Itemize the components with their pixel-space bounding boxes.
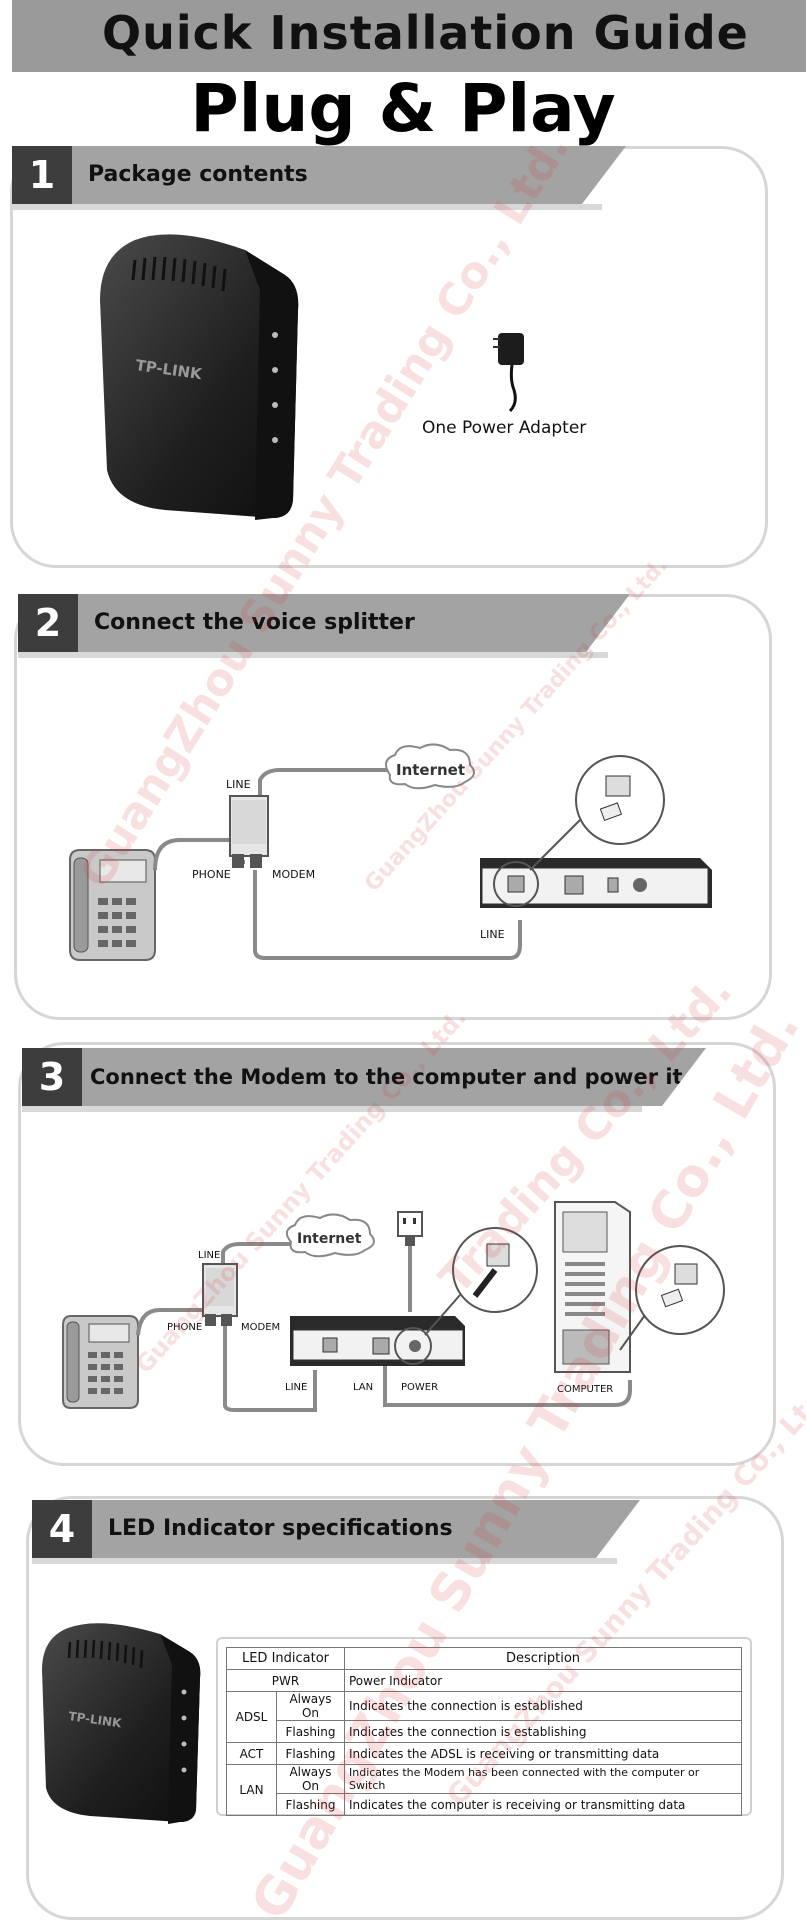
step-2-header: 2 Connect the voice splitter	[18, 594, 630, 652]
connect-computer-panel	[18, 1042, 776, 1466]
splitter-line-label: LINE	[198, 1250, 220, 1261]
voice-splitter-image	[229, 795, 269, 868]
led-name-lan: LAN	[226, 1764, 277, 1816]
led-state: Flashing	[276, 1720, 345, 1743]
guide-title: Quick Installation Guide	[102, 6, 749, 60]
table-row: ACT Flashing Indicates the ADSL is recei…	[226, 1742, 742, 1765]
modem-line-label: LINE	[480, 928, 505, 941]
step-number: 3	[22, 1048, 82, 1106]
step-number: 1	[12, 146, 72, 204]
table-row: Flashing Indicates the computer is recei…	[227, 1793, 742, 1816]
led-desc: Indicates the Modem has been connected w…	[344, 1764, 742, 1794]
splitter-modem-label: MODEM	[241, 1322, 280, 1333]
led-desc: Indicates the connection is established	[344, 1691, 742, 1721]
table-row: PWR Power Indicator	[226, 1669, 742, 1692]
step-title: LED Indicator specifications	[92, 1500, 640, 1558]
led-name-pwr: PWR	[226, 1669, 345, 1692]
telephone-image	[62, 1315, 139, 1409]
splitter-connection-diagram: Internet LINE PHONE MODEM LINE	[69, 743, 712, 961]
step-title: Connect the Modem to the computer and po…	[82, 1048, 706, 1106]
header-description: Description	[344, 1647, 742, 1670]
title-banner: Quick Installation Guide	[12, 0, 806, 72]
step-1-header: 1 Package contents	[12, 146, 626, 204]
table-row: LAN Always On Indicates the Modem has be…	[226, 1764, 742, 1816]
splitter-phone-label: PHONE	[167, 1322, 202, 1333]
led-state: Always On	[276, 1691, 345, 1721]
led-name-act: ACT	[226, 1742, 277, 1765]
table-row: Flashing Indicates the connection is est…	[227, 1720, 742, 1743]
table-row: ADSL Always On Indicates the connection …	[226, 1691, 742, 1743]
modem-image: TP-LINK	[100, 234, 299, 520]
modem-image: TP-LINK	[42, 1623, 201, 1824]
led-state: Flashing	[276, 1742, 345, 1765]
step-number: 4	[32, 1500, 92, 1558]
subtitle: Plug & Play	[190, 70, 616, 147]
power-adapter-image	[493, 333, 524, 413]
step-bar-shadow	[18, 652, 608, 658]
step-3-header: 3 Connect the Modem to the computer and …	[22, 1048, 706, 1106]
led-table: LED Indicator Description PWR Power Indi…	[226, 1647, 742, 1816]
internet-label: Internet	[396, 761, 465, 779]
led-state: Always On	[276, 1764, 345, 1794]
led-desc: Power Indicator	[344, 1669, 742, 1692]
step-number: 2	[18, 594, 78, 652]
led-desc: Indicates the computer is receiving or t…	[344, 1793, 742, 1816]
modem-rear-image	[480, 858, 712, 908]
modem-rear-image	[290, 1316, 465, 1366]
voice-splitter-image	[202, 1263, 238, 1326]
header-led-indicator: LED Indicator	[226, 1647, 345, 1670]
modem-lan-label: LAN	[353, 1382, 373, 1393]
modem-line-label: LINE	[285, 1382, 307, 1393]
computer-connection-diagram: Internet LINE PHONE MODEM LINE LAN POWER…	[62, 1201, 725, 1412]
telephone-image	[69, 849, 156, 961]
step-4-header: 4 LED Indicator specifications	[32, 1500, 640, 1558]
step-title: Package contents	[72, 146, 626, 204]
led-desc: Indicates the ADSL is receiving or trans…	[344, 1742, 742, 1765]
power-adapter-caption: One Power Adapter	[422, 418, 587, 438]
table-header-row: LED Indicator Description	[226, 1647, 742, 1670]
led-name-adsl: ADSL	[226, 1691, 277, 1743]
computer-label: COMPUTER	[557, 1384, 613, 1395]
step-title: Connect the voice splitter	[78, 594, 630, 652]
step-bar-shadow	[12, 204, 602, 210]
splitter-phone-label: PHONE	[192, 868, 231, 881]
modem-power-label: POWER	[401, 1382, 438, 1393]
splitter-line-label: LINE	[226, 778, 251, 791]
led-desc: Indicates the connection is establishing	[344, 1720, 742, 1743]
step-bar-shadow	[32, 1558, 617, 1564]
internet-label: Internet	[297, 1231, 362, 1247]
led-state: Flashing	[276, 1793, 345, 1816]
step-bar-shadow	[22, 1106, 642, 1112]
computer-tower-image	[554, 1201, 631, 1373]
led-indicator-table: LED Indicator Description PWR Power Indi…	[216, 1637, 752, 1816]
splitter-modem-label: MODEM	[272, 868, 315, 881]
